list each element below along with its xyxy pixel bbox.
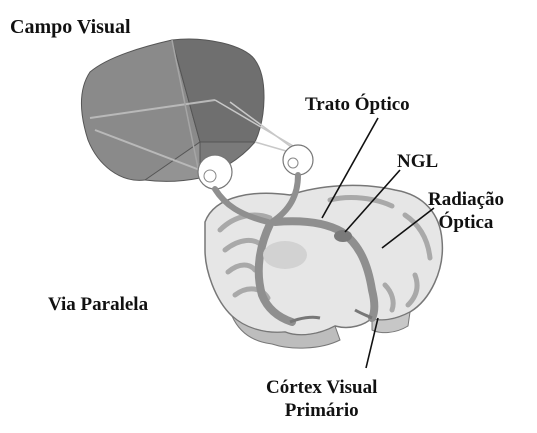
label-ngl: NGL (397, 150, 438, 173)
right-eye (283, 145, 313, 175)
label-cortex-line2: Primário (266, 399, 377, 422)
label-via-paralela: Via Paralela (48, 293, 148, 316)
brain-section (205, 175, 442, 348)
brain-outline (205, 185, 442, 334)
label-trato-optico: Trato Óptico (305, 93, 410, 116)
label-radiacao-line1: Radiação (428, 188, 504, 211)
label-campo-visual: Campo Visual (10, 16, 131, 39)
label-cortex-visual-primario: Córtex Visual Primário (266, 376, 377, 422)
ngl-nucleus (334, 230, 352, 242)
label-radiacao-line2: Óptica (428, 211, 504, 234)
visual-field (82, 39, 301, 181)
label-cortex-line1: Córtex Visual (266, 376, 377, 399)
label-radiacao-optica: Radiação Óptica (428, 188, 504, 234)
ventricle (263, 241, 307, 269)
